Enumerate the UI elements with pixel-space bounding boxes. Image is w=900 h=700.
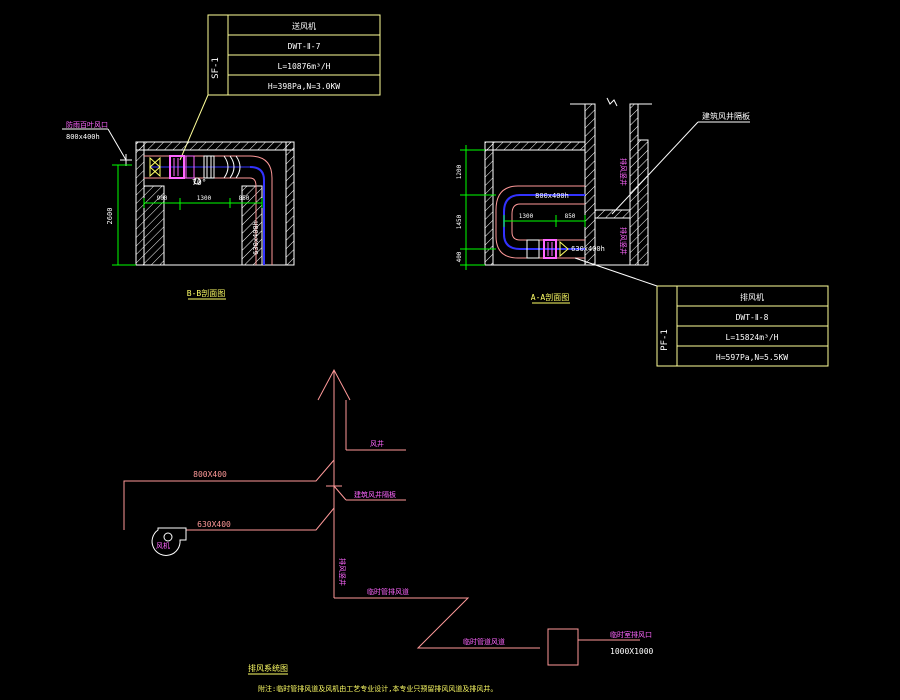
bb-title: B-B剖面图 bbox=[187, 288, 225, 298]
pf-table-row-0: 排风机 bbox=[740, 292, 764, 302]
aa-dim-v-1: 1450 bbox=[456, 214, 463, 229]
aa-dim-v-0: 1200 bbox=[456, 164, 463, 179]
bb-inlet-label: 防雨百叶风口 bbox=[66, 120, 108, 129]
aa-title: A-A剖面图 bbox=[531, 292, 569, 302]
exhaust-schematic: 风井 800X400 建筑风井隔板 630X400 风机 排风竖井 临时管排风道… bbox=[123, 368, 654, 693]
bb-dim-2: 850 bbox=[239, 195, 250, 202]
schematic-duct-upper: 800X400 bbox=[193, 470, 227, 479]
aa-shaft-text-2: 排风竖井 bbox=[619, 227, 628, 255]
bb-inlet-annotation: 防雨百叶风口 800x400h bbox=[62, 120, 132, 166]
bb-fan-unit bbox=[149, 155, 241, 185]
schematic-fan-label: 风机 bbox=[156, 541, 170, 550]
sf-equipment-table: SF-1 送风机 DWT-Ⅱ-7 L=10876m³/H H=398Pa,N=3… bbox=[179, 14, 381, 161]
aa-dimensions: 1200 1450 400 1300 850 bbox=[456, 145, 586, 270]
bb-duct-size: 630x400h bbox=[252, 221, 260, 255]
aa-shaft-annotation: 建筑风井隔板 bbox=[611, 111, 750, 215]
schematic-shaft-partition: 建筑风井隔板 bbox=[354, 490, 396, 499]
pf-leader-line bbox=[574, 257, 658, 287]
aa-dim-h-0: 1300 bbox=[519, 213, 534, 220]
bb-dim-1: 1300 bbox=[197, 195, 212, 202]
schematic-title: 排风系统图 bbox=[248, 663, 288, 673]
pf-table-row-1: DWT-Ⅱ-8 bbox=[736, 313, 769, 322]
sf-table-row-2: L=10876m³/H bbox=[278, 62, 331, 71]
sf-table-row-0: 送风机 bbox=[292, 21, 316, 31]
sf-table-row-1: DWT-Ⅱ-7 bbox=[288, 42, 321, 51]
aa-dim-h-1: 850 bbox=[565, 213, 576, 220]
schematic-branch-2: 临时管道风道 bbox=[463, 637, 505, 646]
aa-shaft-text-1: 排风竖井 bbox=[619, 158, 628, 186]
schematic-outlet-size: 1000X1000 bbox=[610, 647, 654, 656]
bb-angle: 70° bbox=[192, 178, 206, 187]
pf-table-row-2: L=15824m³/H bbox=[726, 333, 779, 342]
sf-table-side: SF-1 bbox=[211, 57, 221, 79]
pf-table-side: PF-1 bbox=[660, 329, 670, 351]
schematic-duct-lower: 630X400 bbox=[197, 520, 231, 529]
schematic-outlet: 临时室排风口 bbox=[610, 630, 652, 639]
bb-section: 防雨百叶风口 800x400h 70° 2600 900 1300 850 63… bbox=[62, 120, 295, 300]
schematic-riser: 排风竖井 bbox=[338, 558, 347, 586]
aa-duct-upper: 800x400h bbox=[535, 192, 569, 200]
bb-height-dim: 2600 bbox=[106, 208, 114, 225]
schematic-fan: 风机 bbox=[151, 527, 187, 556]
aa-dim-v-2: 400 bbox=[456, 251, 463, 262]
sf-table-row-3: H=398Pa,N=3.0KW bbox=[268, 82, 340, 91]
aa-duct-lower: 630x400h bbox=[571, 245, 605, 253]
schematic-branch-1: 临时管排风道 bbox=[367, 587, 409, 596]
schematic-note: 附注:临时管排风道及风机由工艺专业设计,本专业只预留排风风道及排风井。 bbox=[258, 684, 497, 693]
pf-table-row-3: H=597Pa,N=5.5KW bbox=[716, 353, 788, 362]
aa-shaft-label: 建筑风井隔板 bbox=[702, 111, 750, 121]
schematic-label-top: 风井 bbox=[370, 439, 384, 448]
pf-equipment-table: PF-1 排风机 DWT-Ⅱ-8 L=15824m³/H H=597Pa,N=5… bbox=[574, 257, 829, 367]
aa-section: 800x400h 630x400h 1200 1450 400 1300 850… bbox=[456, 97, 750, 304]
bb-inlet-size: 800x400h bbox=[66, 133, 100, 141]
bb-dim-0: 900 bbox=[157, 195, 168, 202]
bb-dimensions: 2600 900 1300 850 bbox=[106, 164, 263, 266]
